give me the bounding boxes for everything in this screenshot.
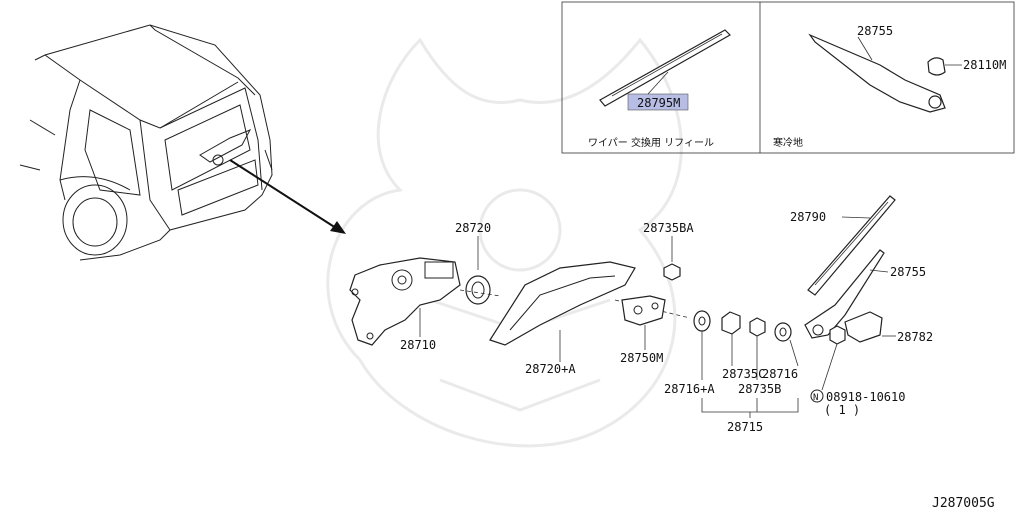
- label-28110M: 28110M: [963, 58, 1006, 72]
- arm-cold-region: 28755 28110M 寒冷地: [773, 24, 1006, 149]
- nut-08918: N 08918-10610 ( 1 ): [810, 325, 905, 417]
- arm-28755: 28755: [804, 249, 926, 339]
- fastener-set: 28735C 28716 28716+A 28735B 28715: [664, 310, 799, 434]
- inset-frames: [561, 1, 1015, 154]
- label-28750M: 28750M: [620, 351, 663, 365]
- label-28755-inset: 28755: [857, 24, 893, 38]
- label-28735B: 28735B: [738, 382, 781, 396]
- label-28755: 28755: [890, 265, 926, 279]
- label-28790: 28790: [790, 210, 826, 224]
- label-28782: 28782: [897, 330, 933, 344]
- grommet-28720: 28720: [455, 221, 491, 305]
- label-08918-qty: ( 1 ): [824, 403, 860, 417]
- label-28735BA: 28735BA: [643, 221, 694, 235]
- label-28720: 28720: [455, 221, 491, 235]
- label-28795M: 28795M: [637, 96, 680, 110]
- label-08918-prefix: N: [813, 393, 818, 403]
- label-28716: 28716: [762, 367, 798, 381]
- location-arrow: [229, 159, 346, 234]
- diagram-code: J287005G: [932, 496, 995, 511]
- car-illustration: [19, 24, 273, 261]
- inset-left-caption: ワイパー 交換用 リフィール: [588, 136, 714, 149]
- pivot-28750M: 28750M: [620, 295, 666, 365]
- label-08918: 08918-10610: [826, 390, 905, 404]
- wiper-motor-28710: 28710: [349, 257, 461, 352]
- label-28716A: 28716+A: [664, 382, 715, 396]
- cap-28782: 28782: [844, 311, 933, 344]
- label-28735C: 28735C: [722, 367, 765, 381]
- blade-28790: 28790: [790, 195, 896, 296]
- label-28710: 28710: [400, 338, 436, 352]
- label-28715: 28715: [727, 420, 763, 434]
- label-28720A: 28720+A: [525, 362, 576, 376]
- inset-right-caption: 寒冷地: [773, 136, 803, 149]
- cover-28720A: 28720+A: [489, 261, 636, 376]
- nut-28735BA: 28735BA: [643, 221, 694, 281]
- refill-28795M: 28795M ワイパー 交換用 リフィール: [588, 29, 731, 149]
- watermark: [326, 37, 683, 448]
